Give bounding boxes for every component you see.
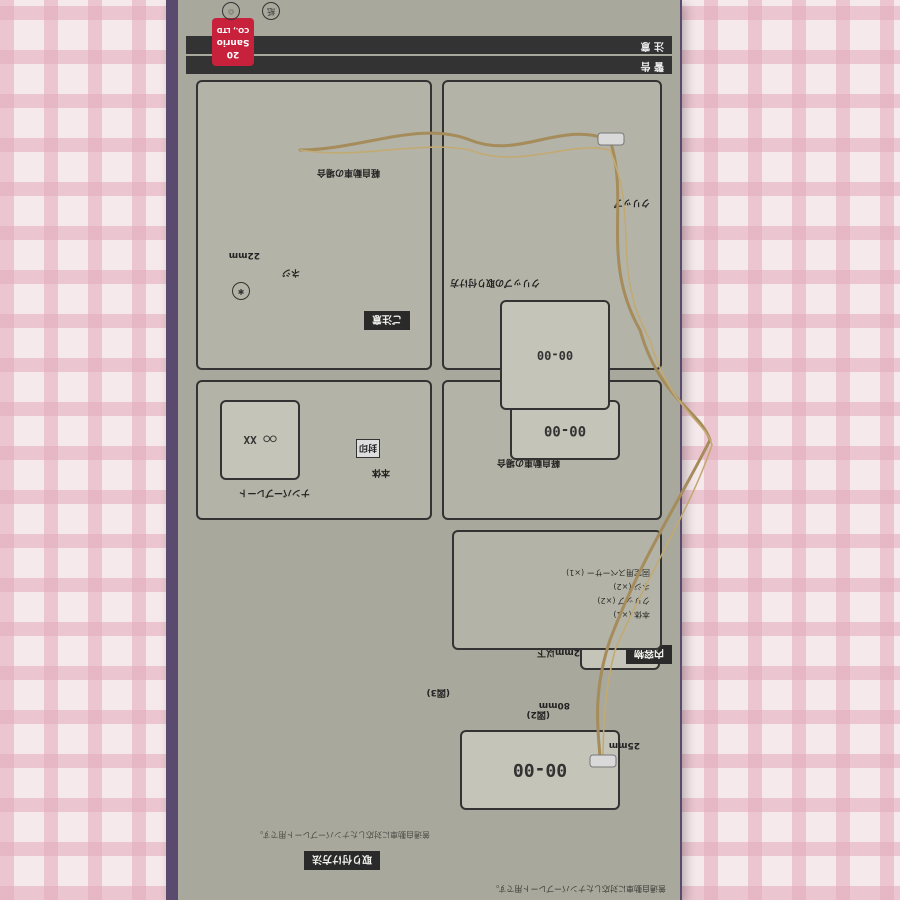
paper-recycle-icon: 紙 [262, 2, 280, 20]
clip-heading: クリップの取り付け方 [449, 277, 540, 287]
contents-item-2: クリップ (×2) [597, 596, 650, 605]
mount-instructions: 普通自動車に対応したナンバープレート用です。 [255, 830, 430, 839]
clip-label: クリップ [613, 197, 650, 207]
license-plate-illustration: 00-00 [460, 730, 620, 810]
mount-method-heading: 取り付け方法 [304, 851, 380, 870]
fig-3-label: (図3) [426, 687, 451, 697]
instruction-card: 普通自動車に対応したナンバープレート用です。 00-00 (図2) 80mm 2… [178, 0, 680, 900]
caution-bar: 注 意 [186, 36, 672, 54]
bottom-notes: 普通自動車に対応したナンバープレート用です。 [491, 884, 666, 893]
light-vehicle-heading-2: 軽自動車の場合 [316, 167, 380, 177]
screw-icon: ✱ [232, 282, 250, 300]
fig-2-label: (図2) [526, 709, 551, 719]
plate-remove-illustration: ○○ XX [220, 400, 300, 480]
recycle-icon: ♲ [222, 2, 240, 20]
logo-company: CO., LTD [216, 26, 250, 34]
dimension-80mm: 80mm [538, 700, 570, 710]
contents-item-3: ネジ (×2) [613, 582, 650, 591]
caution-box-label: ご注意 [364, 311, 410, 330]
warning-heading: 警 告 [640, 60, 664, 71]
caution-heading: 注 意 [640, 40, 664, 51]
logo-brand: Sanrio [216, 37, 250, 47]
number-plate-label: ナンバープレート [238, 487, 310, 497]
seal-label: 封印 [355, 439, 380, 458]
contents-item-4: 固定用スペーサー (×1) [566, 568, 650, 577]
plate-clip-illustration: 00-00 [500, 300, 610, 410]
screw-label: ネジ [281, 267, 300, 277]
dimension-25mm: 25mm [608, 740, 640, 750]
dimension-22mm: 22mm [228, 250, 260, 260]
sanrio-logo: 20 Sanrio CO., LTD [212, 18, 254, 66]
warning-bar: 警 告 [186, 56, 672, 74]
main-body-label: 本体 [371, 467, 390, 477]
logo-year: 20 [226, 49, 240, 59]
contents-item-1: 本体 (×1) [613, 610, 650, 619]
